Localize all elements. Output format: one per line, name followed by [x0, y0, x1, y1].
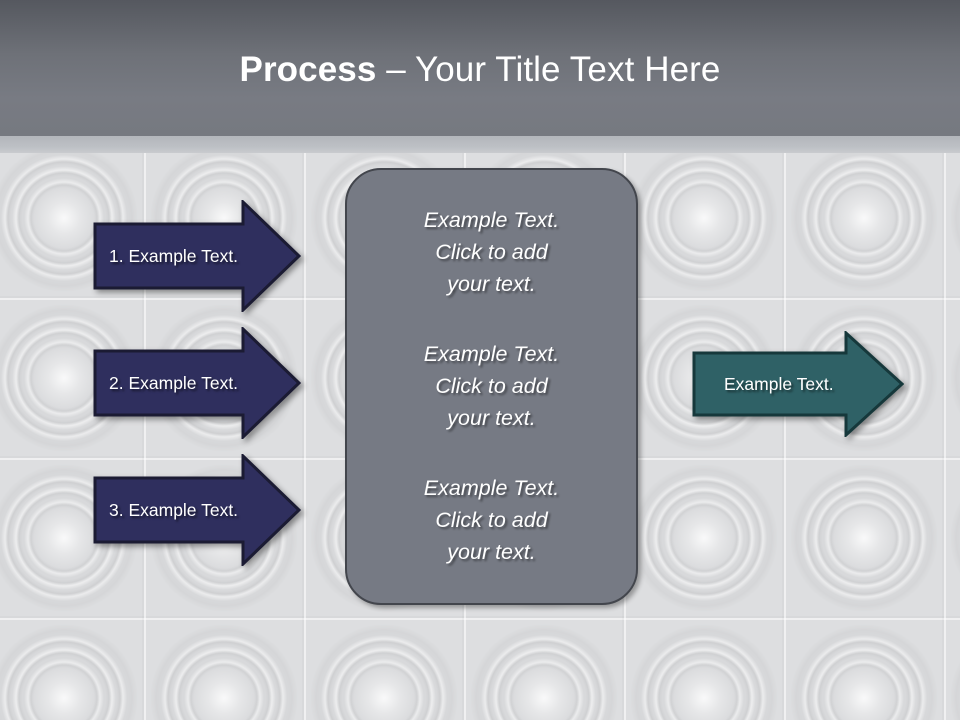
step-arrow-3-label: 3. Example Text.: [109, 500, 239, 520]
panel-text-block-2: Example Text. Click to add your text.: [423, 342, 560, 430]
arrow-right-icon: [692, 331, 904, 437]
step-arrow-2[interactable]: 2. Example Text.: [93, 327, 301, 439]
header-underline-strip: [0, 136, 960, 153]
output-arrow-label: Example Text.: [724, 374, 834, 394]
page-title: Process – Your Title Text Here: [0, 48, 960, 92]
page-title-bold: Process: [239, 50, 377, 89]
step-arrow-1-label: 1. Example Text.: [109, 246, 239, 266]
panel-text-block-1: Example Text. Click to add your text.: [423, 208, 560, 296]
output-arrow[interactable]: Example Text.: [692, 331, 904, 437]
page-title-rest: – Your Title Text Here: [376, 50, 721, 89]
step-arrow-1[interactable]: 1. Example Text.: [93, 200, 301, 312]
step-arrow-2-label: 2. Example Text.: [109, 373, 239, 393]
title-header-band: [0, 0, 960, 136]
center-text-panel[interactable]: Example Text. Click to add your text. Ex…: [345, 168, 638, 605]
step-arrow-3[interactable]: 3. Example Text.: [93, 454, 301, 566]
panel-text-block-3: Example Text. Click to add your text.: [423, 476, 560, 564]
arrow-right-icon: [93, 327, 301, 439]
arrow-right-icon: [93, 454, 301, 566]
arrow-right-icon: [93, 200, 301, 312]
